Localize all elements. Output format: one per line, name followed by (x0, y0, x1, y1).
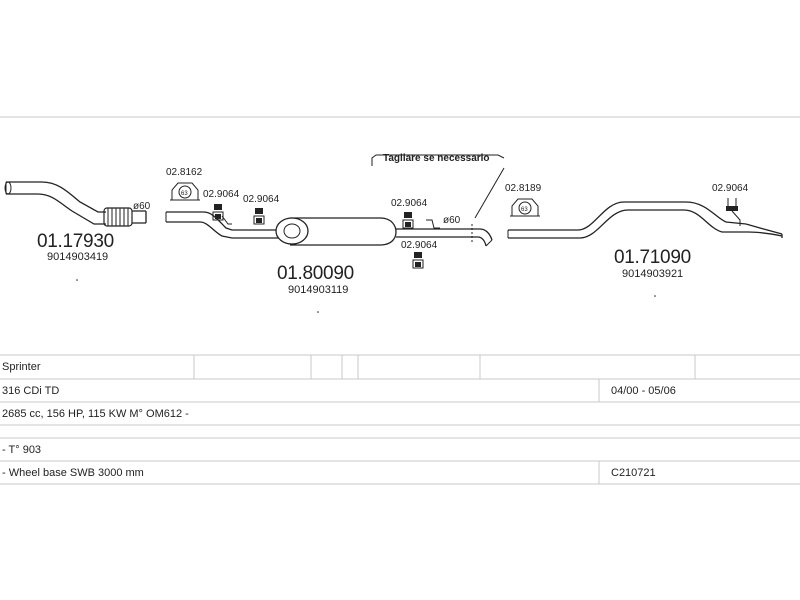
clamp-rear-icon: 63 (510, 198, 540, 217)
front-diameter-label: ø60 (133, 201, 151, 212)
cut-note-leader (371, 154, 505, 166)
silencer-oem: 9014903119 (288, 284, 348, 296)
front-pipe-dot (76, 279, 78, 281)
hanger-3-icon (402, 212, 414, 229)
rear-pipe-oem: 9014903921 (622, 268, 683, 280)
clamp-front-icon: 63 (170, 182, 200, 201)
vehicle-years: 04/00 - 05/06 (611, 385, 676, 397)
hanger-1-bracket (221, 215, 232, 225)
silencer-code: 01.80090 (277, 263, 354, 284)
rear-pipe-code: 01.71090 (614, 247, 691, 268)
catalog-code: C210721 (611, 467, 656, 479)
svg-text:63: 63 (521, 207, 528, 213)
vehicle-variant: 316 CDi TD (2, 385, 59, 397)
rear-pipe-drawing (507, 201, 783, 239)
vehicle-engine: 2685 cc, 156 HP, 115 KW M° OM612 - (2, 408, 189, 420)
vehicle-model: Sprinter (2, 361, 41, 373)
hanger-1-code: 02.9064 (203, 189, 240, 200)
cut-note-pointer (474, 167, 505, 219)
clamp-rear-code: 02.8189 (505, 183, 542, 194)
vehicle-table-grid (0, 354, 800, 485)
hanger-1-icon (212, 204, 224, 221)
rear-diameter-label: ø60 (443, 215, 461, 226)
tail-pipe-drawing (426, 224, 493, 247)
hanger-2-code: 02.9064 (243, 194, 280, 205)
hanger-3-code: 02.9064 (391, 198, 428, 209)
hanger-4-code: 02.9064 (401, 240, 438, 251)
front-pipe-oem: 9014903419 (47, 251, 108, 263)
silencer-dot (317, 311, 319, 313)
front-pipe-code: 01.17930 (37, 231, 114, 252)
hanger-rear-icon (726, 198, 741, 226)
front-pipe-drawing (4, 181, 147, 227)
hanger-4-icon (412, 252, 424, 269)
cut-note: Tagliare se necessario (383, 153, 490, 164)
hanger-2-icon (253, 208, 265, 225)
vehicle-type: - T° 903 (2, 444, 41, 456)
middle-silencer-drawing (275, 217, 426, 246)
middle-link-pipe (165, 211, 282, 239)
clamp-front-code: 02.8162 (166, 167, 203, 178)
hanger-rear-code: 02.9064 (712, 183, 749, 194)
rear-bracket (426, 219, 440, 229)
vehicle-wheelbase: - Wheel base SWB 3000 mm (2, 467, 144, 479)
svg-text:63: 63 (181, 191, 188, 197)
rear-pipe-dot (654, 295, 656, 297)
